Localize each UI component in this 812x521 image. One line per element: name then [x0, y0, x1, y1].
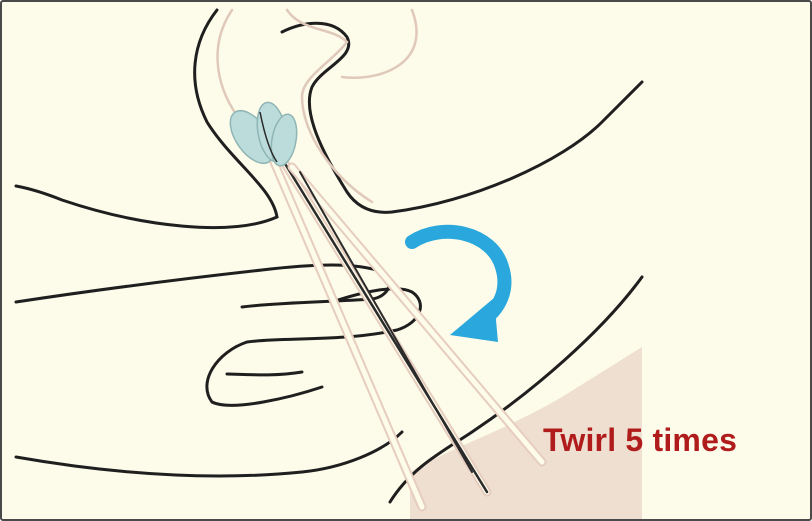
instruction-caption: Twirl 5 times [543, 420, 737, 460]
anatomy-inner-contour [282, 23, 642, 212]
hand-fingernail [227, 372, 302, 375]
hand-thumb-outline [207, 289, 421, 406]
hand-lower-outline [16, 432, 402, 476]
anatomy-top-contour [342, 10, 417, 78]
anatomy-secondary-contour [218, 10, 242, 122]
